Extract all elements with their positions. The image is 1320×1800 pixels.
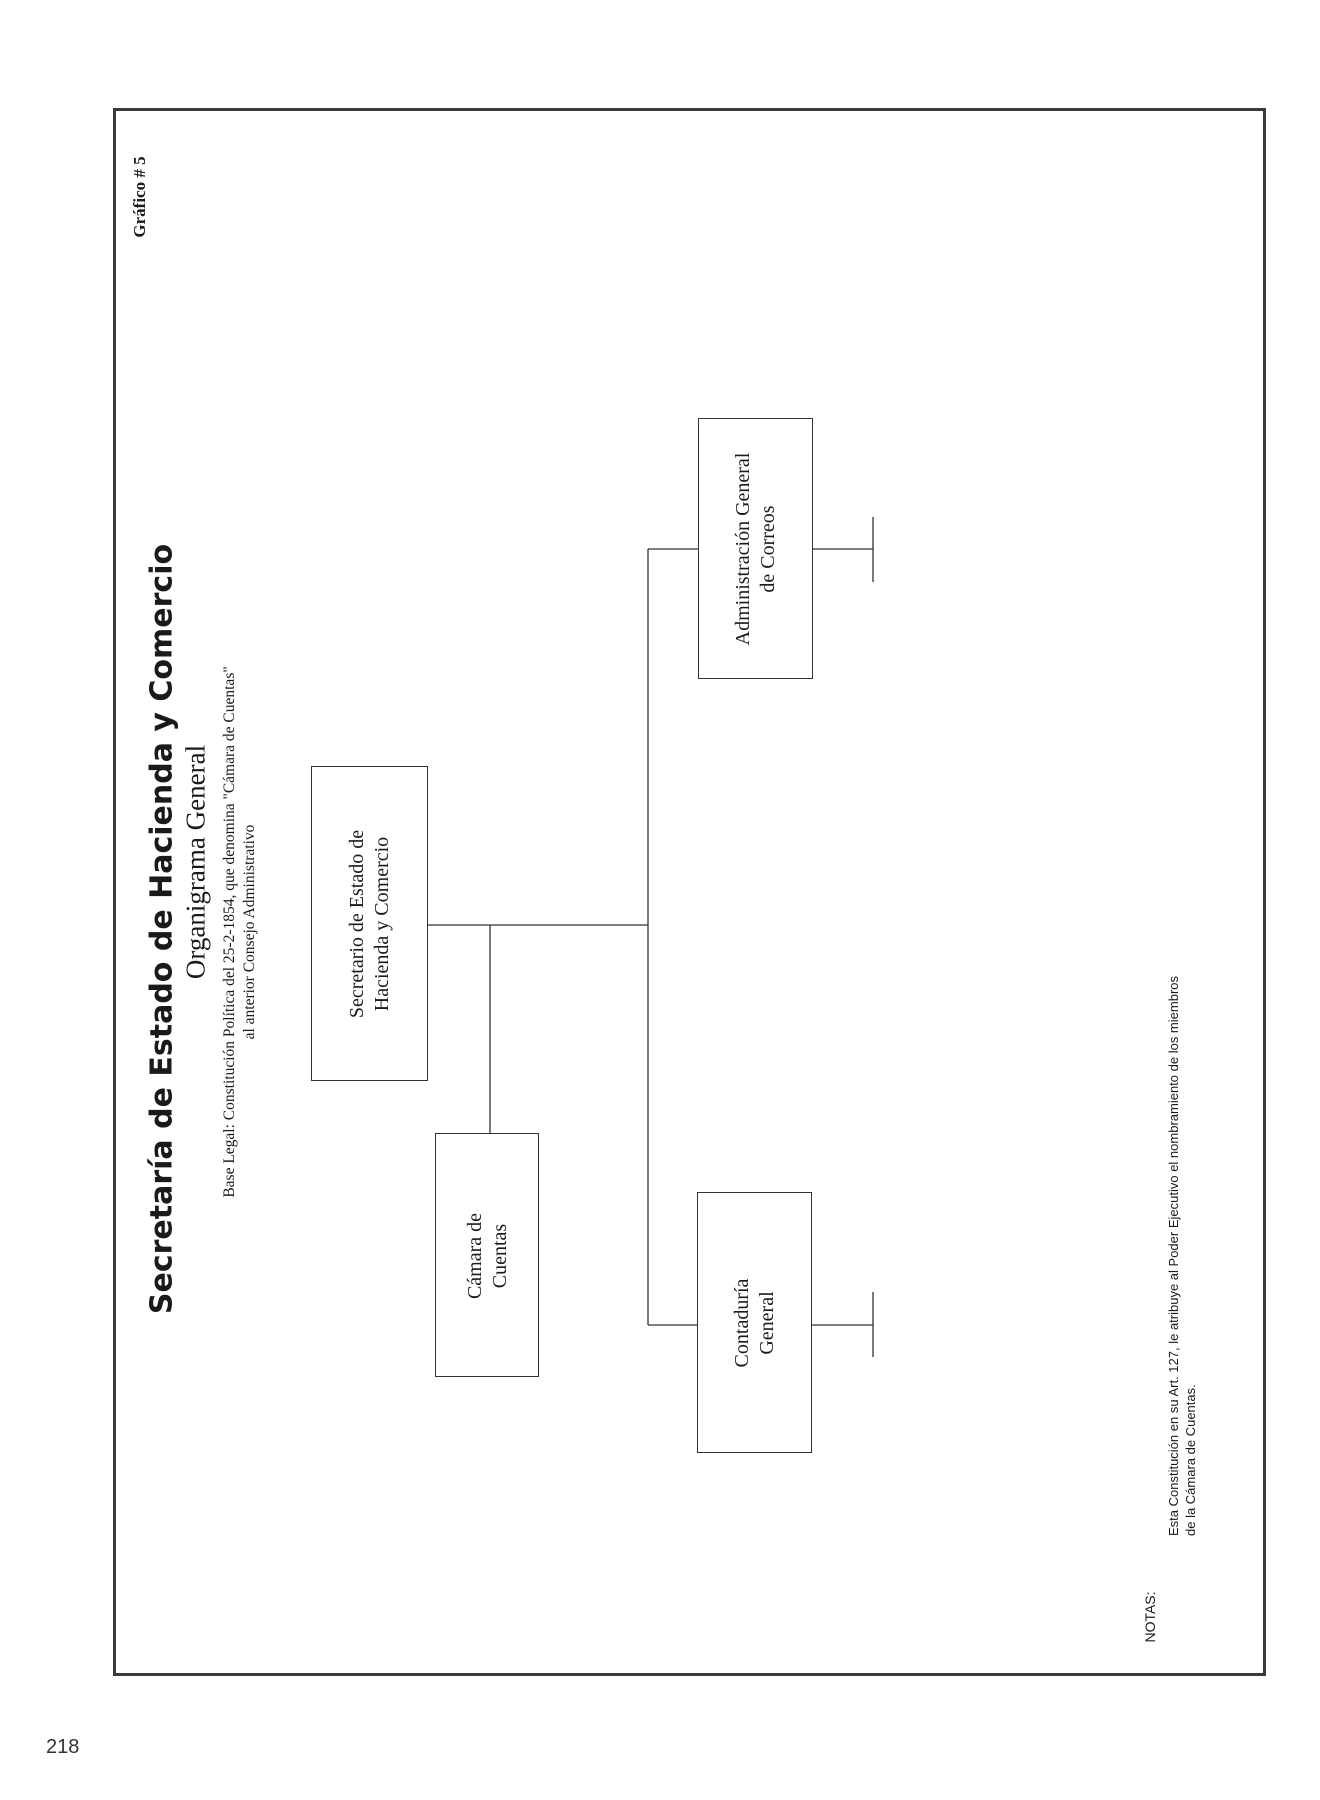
node-camara-line1: Cámara de	[464, 1212, 486, 1300]
notes-line2: de la Cámara de Cuentas.	[1183, 1384, 1198, 1537]
page-frame	[113, 108, 1266, 1676]
base-legal-line2: al anterior Consejo Administrativo	[241, 824, 258, 1040]
node-secretario-line2: Hacienda y Comercio	[371, 836, 393, 1012]
notes-label: NOTAS:	[1142, 1591, 1158, 1643]
chart-subtitle: Organigrama General	[180, 744, 211, 980]
base-legal-line1: Base Legal: Constitución Política del 25…	[221, 666, 238, 1198]
page-number: 218	[46, 1736, 80, 1758]
base-legal: Base Legal: Constitución Política del 25…	[220, 666, 260, 1197]
node-administracion-correos: Administración General de Correos	[698, 418, 813, 679]
node-contaduria-line1: Contaduría	[731, 1278, 753, 1368]
chart-title: Secretaría de Estado de Hacienda y Comer…	[144, 543, 180, 1315]
node-camara-de-cuentas: Cámara de Cuentas	[435, 1133, 539, 1377]
notes-line1: Esta Constitución en su Art. 127, le atr…	[1166, 975, 1181, 1537]
notes-text: Esta Constitución en su Art. 127, le atr…	[1165, 976, 1199, 1536]
node-secretario: Secretario de Estado de Hacienda y Comer…	[311, 766, 428, 1081]
node-contaduria-line2: General	[756, 1291, 778, 1355]
node-correos-line2: de Correos	[757, 505, 779, 593]
node-secretario-line1: Secretario de Estado de	[346, 829, 368, 1019]
node-camara-line2: Cuentas	[489, 1223, 511, 1289]
node-correos-line1: Administración General	[732, 452, 754, 646]
graphic-label: Gráfico # 5	[130, 156, 149, 238]
node-contaduria-general: Contaduría General	[697, 1192, 812, 1453]
